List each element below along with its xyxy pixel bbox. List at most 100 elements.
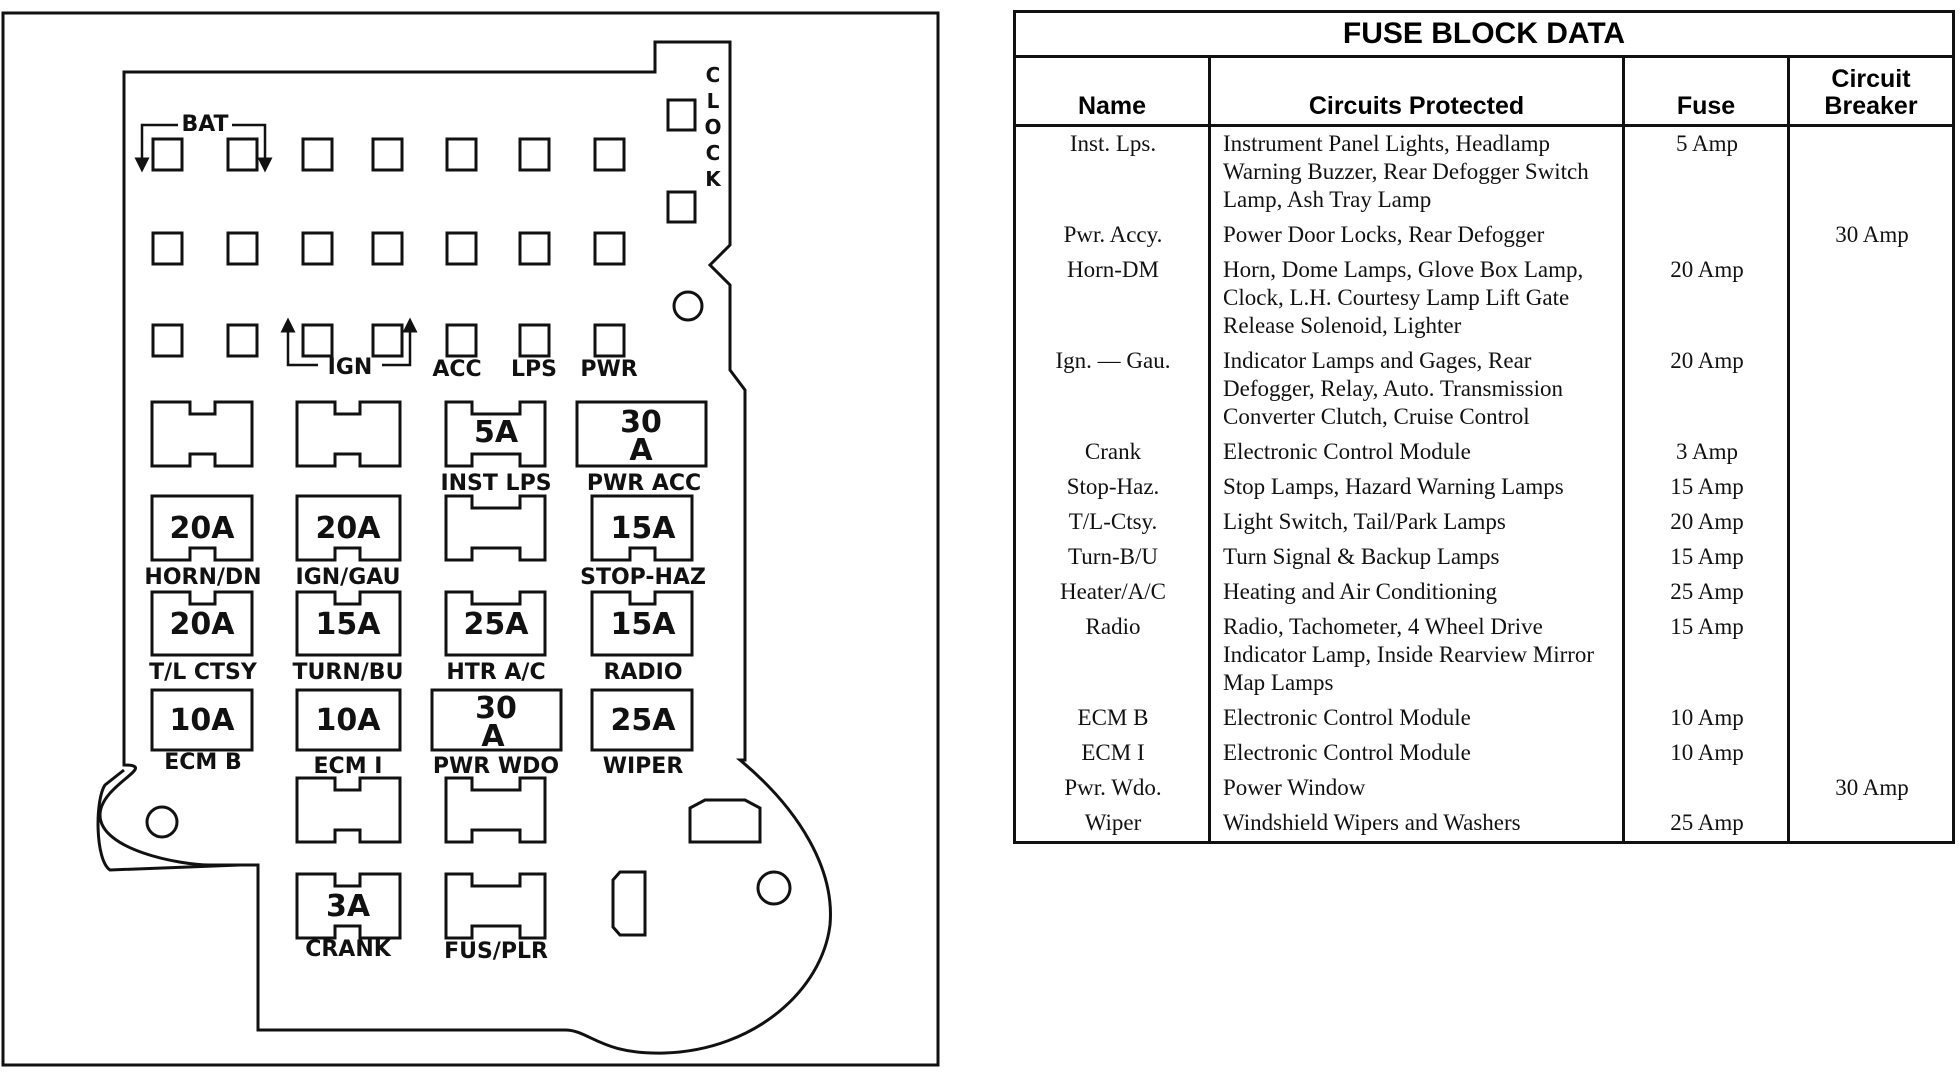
header-cb-line1: Circuit — [1831, 65, 1911, 93]
row-circuit-breaker — [1787, 344, 1955, 435]
terminal — [371, 137, 404, 172]
fuse-label: HTR A/C — [446, 660, 545, 685]
fuse-value: 3A — [326, 889, 371, 924]
row-name: Heater/A/C — [1013, 575, 1211, 610]
header-name: Name — [1013, 56, 1211, 127]
fuse-ign-gau: 20A IGN/GAU — [295, 494, 402, 590]
row-circuit-breaker — [1787, 253, 1955, 344]
row-circuit-breaker — [1787, 610, 1955, 701]
table-row: Ign. — Gau.Indicator Lamps and Gages, Re… — [1013, 344, 1955, 435]
fuse-tl-ctsy: 20A T/L CTSY — [149, 590, 258, 685]
row-name: Wiper — [1013, 806, 1211, 843]
breaker-pwr-wdo: 30 A PWR WDO — [430, 688, 563, 779]
row-fuse: 15 Amp — [1622, 540, 1790, 575]
row-fuse: 15 Amp — [1622, 610, 1790, 701]
connector-tab — [611, 870, 647, 937]
fuse-label: T/L CTSY — [149, 660, 258, 685]
clock-letter: K — [705, 167, 722, 191]
ign-bracket: IGN — [280, 317, 418, 380]
fuse-label: TURN/BU — [293, 660, 404, 685]
terminal — [301, 137, 334, 172]
fuse-value: 15A — [316, 607, 382, 642]
clock-letter: O — [704, 115, 721, 139]
row-circuits: Power Window — [1208, 771, 1625, 806]
fuse-label: CRANK — [305, 937, 392, 962]
fuse-htr-ac: 25A HTR A/C — [444, 590, 547, 685]
fuse-label: HORN/DN — [144, 565, 261, 590]
header-circuit-breaker: Circuit Breaker — [1787, 56, 1955, 127]
fuse-label: PWR ACC — [587, 471, 701, 496]
terminal — [226, 137, 259, 172]
fuse-label: ECM B — [164, 750, 242, 775]
row-fuse — [1622, 771, 1790, 806]
header-cb-line2: Breaker — [1824, 92, 1918, 120]
fuse-value: 25A — [464, 607, 530, 642]
table-row: Pwr. Accy.Power Door Locks, Rear Defogge… — [1013, 218, 1955, 253]
mounting-hole-top — [672, 290, 704, 322]
breaker-pwr-acc: 30 A PWR ACC — [575, 400, 708, 496]
fuse-value: 10A — [316, 703, 382, 738]
row-circuits: Stop Lamps, Hazard Warning Lamps — [1208, 470, 1625, 505]
fuse-slot-empty — [295, 400, 402, 468]
row-fuse: 5 Amp — [1622, 125, 1790, 218]
table-title: FUSE BLOCK DATA — [1013, 11, 1955, 58]
terminal — [445, 323, 478, 358]
fuse-value: 25A — [611, 703, 677, 738]
terminal — [371, 231, 404, 266]
fuse-value: 15A — [611, 607, 677, 642]
row-fuse: 20 Amp — [1622, 505, 1790, 540]
fuse-slot-empty — [150, 400, 254, 468]
row-fuse: 10 Amp — [1622, 736, 1790, 771]
row-circuits: Electronic Control Module — [1208, 736, 1625, 771]
terminal — [226, 323, 259, 358]
fuse-label: FUS/PLR — [444, 939, 548, 964]
row-circuits: Power Door Locks, Rear Defogger — [1208, 218, 1625, 253]
row-circuits: Electronic Control Module — [1208, 435, 1625, 470]
row-fuse: 10 Amp — [1622, 701, 1790, 736]
row-name: T/L-Ctsy. — [1013, 505, 1211, 540]
terminal — [518, 323, 551, 358]
row-circuit-breaker — [1787, 736, 1955, 771]
header-fuse: Fuse — [1622, 56, 1790, 127]
fuse-turn-bu: 15A TURN/BU — [293, 590, 404, 685]
row-fuse: 20 Amp — [1622, 344, 1790, 435]
bat-label: BAT — [181, 112, 228, 137]
row-name: Turn-B/U — [1013, 540, 1211, 575]
fuse-slot-empty — [444, 776, 547, 844]
fuse-horn-dn: 20A HORN/DN — [144, 494, 262, 590]
fuse-crank: 3A CRANK — [295, 872, 402, 962]
fuse-label: RADIO — [603, 660, 682, 685]
terminal — [151, 137, 184, 172]
row-fuse: 25 Amp — [1622, 806, 1790, 843]
fuse-value: 5A — [474, 415, 519, 450]
clock-letter: C — [706, 141, 721, 165]
row-circuits: Instrument Panel Lights, Headlamp Warnin… — [1208, 125, 1625, 218]
fuse-label: IGN/GAU — [296, 565, 401, 590]
row-name: Horn-DM — [1013, 253, 1211, 344]
pwr-label: PWR — [580, 357, 637, 382]
row-name: Crank — [1013, 435, 1211, 470]
fuse-value-unit: A — [629, 433, 653, 468]
mounting-hole-right — [756, 870, 792, 906]
row-fuse: 20 Amp — [1622, 253, 1790, 344]
row-circuits: Light Switch, Tail/Park Lamps — [1208, 505, 1625, 540]
acc-label: ACC — [432, 357, 481, 382]
fuse-ecm-b: 10A ECM B — [150, 688, 254, 775]
clock-letter: L — [707, 89, 720, 113]
terminal-grid — [151, 137, 626, 358]
fuse-inst-lps: 5A INST LPS — [440, 400, 552, 496]
table-row: Stop-Haz.Stop Lamps, Hazard Warning Lamp… — [1013, 470, 1955, 505]
table-row: Inst. Lps.Instrument Panel Lights, Headl… — [1013, 125, 1955, 218]
row-circuits: Turn Signal & Backup Lamps — [1208, 540, 1625, 575]
row-fuse: 3 Amp — [1622, 435, 1790, 470]
lps-label: LPS — [511, 357, 557, 382]
row-circuits: Windshield Wipers and Washers — [1208, 806, 1625, 843]
row-circuit-breaker — [1787, 505, 1955, 540]
row-circuit-breaker — [1787, 470, 1955, 505]
